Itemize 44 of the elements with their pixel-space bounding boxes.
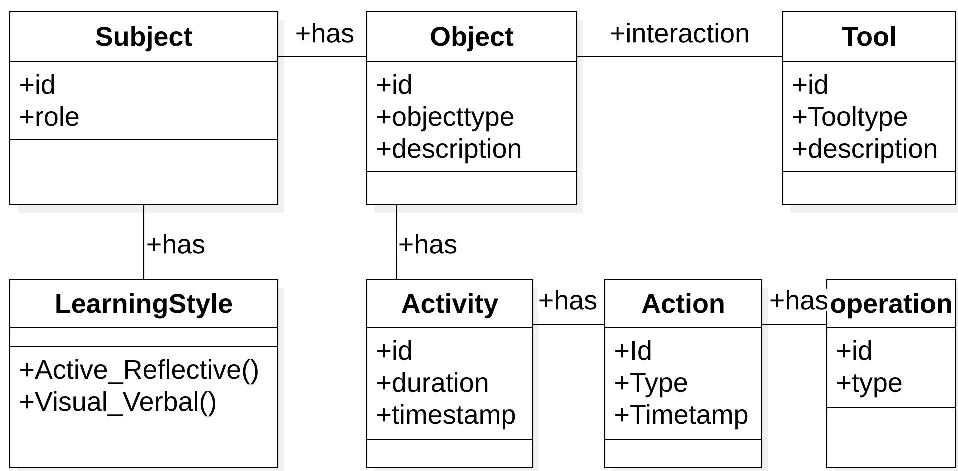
- attribute-text: +id: [378, 340, 412, 360]
- attribute-text: +Type: [616, 373, 688, 398]
- attribute-text: +Id: [616, 340, 651, 360]
- attribute-text: +Active_Reflective(): [20, 359, 258, 385]
- class-name: Tool: [842, 26, 896, 46]
- attribute-text: +type: [838, 374, 902, 398]
- attribute-text: +id: [378, 74, 412, 94]
- class-box: [9, 11, 284, 213]
- class-name: Activity: [402, 293, 499, 319]
- association-line: [578, 56, 782, 58]
- attribute-text: +id: [838, 340, 872, 360]
- attribute-text: +role: [20, 106, 79, 126]
- association-line: [278, 56, 366, 58]
- edge-label: +has: [540, 290, 597, 310]
- edge-label: +has: [770, 290, 828, 310]
- attribute-text: +Tooltype: [794, 106, 908, 132]
- class-name: Subject: [96, 26, 192, 52]
- attribute-text: +objecttype: [378, 106, 514, 132]
- class-box: [782, 11, 958, 213]
- class-name: Action: [642, 293, 724, 314]
- edge-label: +has: [148, 234, 205, 254]
- class-box: [366, 11, 583, 213]
- attribute-text: +description: [378, 138, 521, 164]
- attribute-text: +Visual_Verbal(): [20, 391, 216, 417]
- edge-label: +interaction: [611, 23, 748, 43]
- class-box: [604, 279, 768, 471]
- attribute-text: +id: [794, 74, 828, 94]
- class-name: operation: [831, 293, 952, 319]
- attribute-text: +Timetamp: [616, 404, 748, 430]
- edge-label: +has: [400, 234, 457, 254]
- association-line: [143, 206, 145, 280]
- edge-label: +has: [296, 23, 354, 43]
- class-name: LearningStyle: [56, 293, 232, 319]
- association-line: [762, 324, 826, 326]
- attribute-text: +duration: [378, 372, 488, 392]
- class-box: [366, 279, 539, 471]
- attribute-text: +description: [794, 138, 937, 164]
- association-line: [534, 324, 604, 326]
- attribute-text: +id: [20, 74, 54, 94]
- class-box: [826, 279, 958, 471]
- class-name: Object: [431, 26, 514, 52]
- attribute-text: +timestamp: [378, 404, 516, 430]
- class-box: [9, 279, 284, 471]
- association-line: [396, 206, 398, 280]
